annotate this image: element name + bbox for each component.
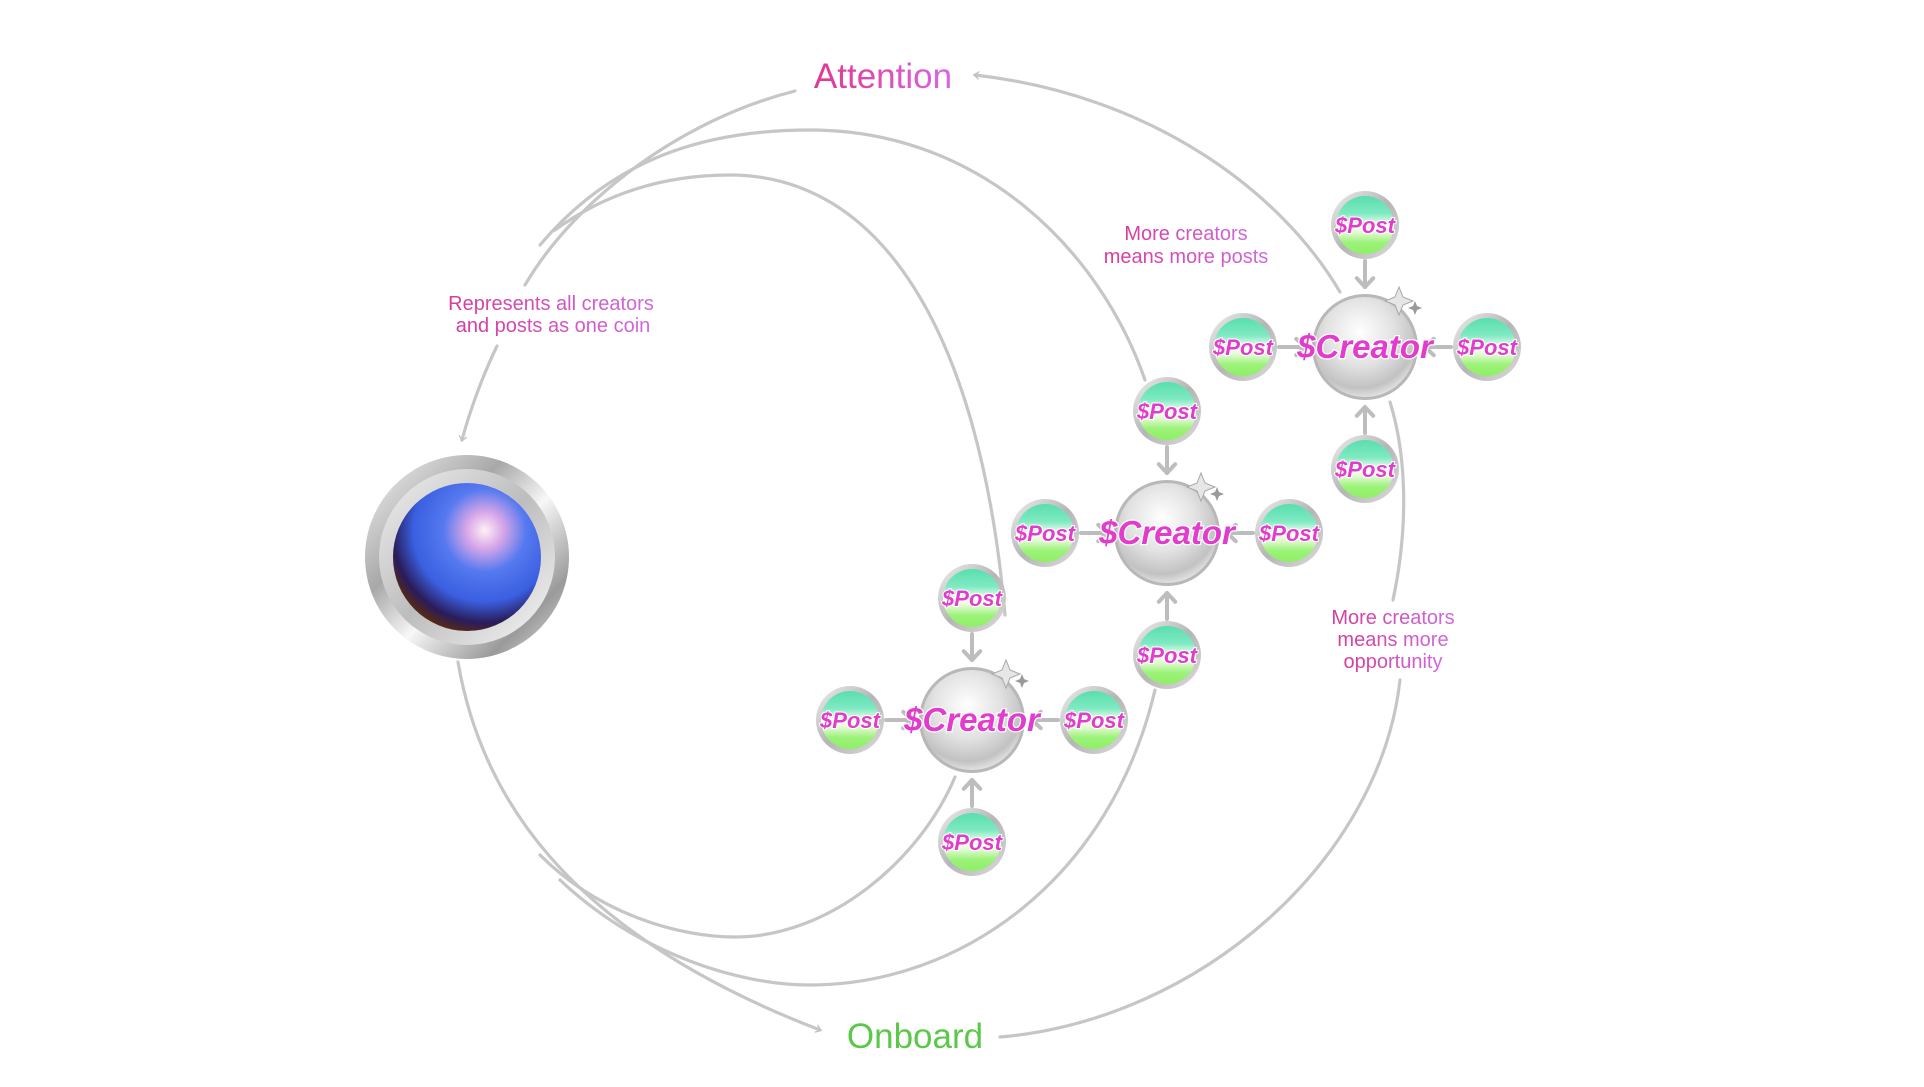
sparkle-small-icon [1210, 487, 1224, 501]
note-opportunity: More creators means more opportunity [1331, 607, 1454, 673]
creator-coin-face [1117, 483, 1217, 583]
arrow-head-icon [1423, 336, 1436, 358]
post-coin-label: $Post [1456, 335, 1519, 360]
post-coin-label: $Post [941, 830, 1004, 855]
post-coin-top: $Post [938, 564, 1006, 632]
post-coin-label: $Post [941, 586, 1004, 611]
post-coin-face [1138, 626, 1196, 684]
post-coin-label: $Post [819, 708, 882, 733]
creator-coin-face [922, 670, 1022, 770]
post-coin-right: $Post [1060, 686, 1128, 754]
post-coin-left: $Post [1209, 313, 1277, 381]
arc-cluster3-to-attention [973, 71, 1342, 294]
post-coin-face [1336, 440, 1394, 498]
sparkle-small-icon [1408, 301, 1422, 315]
creator-coin: $Creator [1295, 285, 1436, 400]
sparkle-small-icon [1015, 674, 1029, 688]
onboard-label: Onboard [847, 1017, 983, 1056]
note-opportunity-line-1: More creators [1331, 607, 1454, 629]
arc-attention-to-globe-arrow [458, 344, 499, 442]
arc-opportunity-to-cluster3 [1388, 400, 1406, 602]
note-posts-line-2: means more posts [1104, 246, 1269, 268]
creator-clusters: $Creator $Post $Post $Post $Post $Creator $Pos… [816, 191, 1521, 876]
arc-attention-to-globe [523, 89, 797, 287]
note-posts: More creators means more posts [1104, 223, 1269, 268]
arc-onboard-to-cluster3 [998, 678, 1402, 1039]
arrow-head-icon [1096, 522, 1109, 544]
creator-coin-face [1315, 297, 1415, 397]
post-coin-bottom: $Post [938, 808, 1006, 876]
creator-cluster-2: $Creator $Post $Post $Post $Post [1011, 377, 1323, 689]
post-coin-bottom: $Post [1331, 435, 1399, 503]
arc-globe-to-onboard [456, 660, 822, 1033]
post-coin-label: $Post [1063, 708, 1126, 733]
creator-cluster-1: $Creator $Post $Post $Post $Post [816, 564, 1128, 876]
attention-label: Attention [814, 57, 952, 96]
flow-arcs [456, 71, 1406, 1039]
post-coin-face [1214, 318, 1272, 376]
post-coin-face [1016, 504, 1074, 562]
post-coin-right: $Post [1255, 499, 1323, 567]
post-coin-face [821, 691, 879, 749]
sparkle-icon [990, 658, 1022, 690]
creator-coin: $Creator [902, 658, 1043, 773]
global-coin [365, 455, 569, 659]
creator-cluster-3: $Creator $Post $Post $Post $Post [1209, 191, 1521, 503]
note-posts-line-1: More creators [1124, 223, 1247, 245]
creator-coin-label: $Creator [1296, 328, 1435, 365]
post-coin-face [1336, 196, 1394, 254]
arrow-head-icon [1156, 462, 1178, 475]
post-coin-label: $Post [1334, 213, 1397, 238]
post-coin-label: $Post [1334, 457, 1397, 482]
creator-coin: $Creator [1097, 471, 1238, 586]
post-coin-label: $Post [1014, 521, 1077, 546]
creator-coin-label: $Creator [1098, 514, 1237, 551]
sparkle-icon [1383, 285, 1415, 317]
arrow-head-icon [961, 778, 983, 791]
note-globe-line-1: Represents all creators [448, 293, 654, 315]
arc-branch-cluster1 [538, 775, 957, 939]
globe-icon [393, 483, 541, 631]
arrow-head-icon [901, 709, 914, 731]
arrow-head-icon [961, 649, 983, 662]
note-globe: Represents all creators and posts as one… [448, 293, 654, 337]
note-opportunity-line-2: means more [1337, 629, 1448, 651]
post-coin-label: $Post [1136, 643, 1199, 668]
arrow-head-icon [1354, 276, 1376, 289]
post-coin-face [1260, 504, 1318, 562]
creator-coin-label: $Creator [903, 701, 1042, 738]
note-globe-line-2: and posts as one coin [456, 315, 651, 337]
arrow-head-icon [1294, 336, 1307, 358]
post-coin-right: $Post [1453, 313, 1521, 381]
post-coin-face [943, 569, 1001, 627]
arc-to-cluster2 [538, 128, 1147, 382]
arrow-head-icon [1156, 591, 1178, 604]
note-opportunity-line-3: opportunity [1344, 651, 1443, 673]
post-coin-face [943, 813, 1001, 871]
post-coin-face [1458, 318, 1516, 376]
post-coin-left: $Post [1011, 499, 1079, 567]
arc-branch-cluster2 [558, 688, 1157, 987]
post-coin-left: $Post [816, 686, 884, 754]
arc-to-cluster1 [553, 173, 1007, 617]
post-coin-top: $Post [1133, 377, 1201, 445]
post-coin-bottom: $Post [1133, 621, 1201, 689]
arrow-head-icon [1225, 522, 1238, 544]
post-coin-face [1065, 691, 1123, 749]
post-coin-top: $Post [1331, 191, 1399, 259]
arrow-head-icon [1030, 709, 1043, 731]
post-coin-face [1138, 382, 1196, 440]
post-coin-label: $Post [1258, 521, 1321, 546]
post-coin-label: $Post [1212, 335, 1275, 360]
post-coin-label: $Post [1136, 399, 1199, 424]
sparkle-icon [1185, 471, 1217, 503]
arrow-head-icon [1354, 405, 1376, 418]
